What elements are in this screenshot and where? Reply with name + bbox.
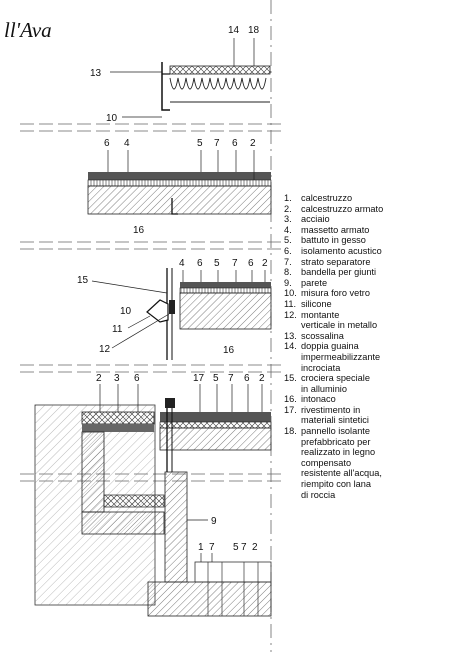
- legend-text: silicone: [301, 298, 332, 309]
- callout-label: 7: [228, 373, 234, 384]
- legend-text: isolamento acustico: [301, 245, 382, 256]
- roof-detail: [161, 62, 271, 111]
- callout-label: 10: [120, 306, 132, 317]
- legend-item: 12. montante verticale in metallo: [284, 310, 448, 331]
- legend-item: 4. massetto armato: [284, 225, 448, 236]
- legend-text: scossalina: [301, 330, 344, 341]
- callout-label: 7: [214, 138, 220, 149]
- legend-text: bandella per giunti: [301, 267, 377, 278]
- callout-label: 6: [232, 138, 238, 149]
- legend-text: massetto armato: [301, 224, 370, 235]
- floor-slab-2: [146, 268, 272, 360]
- callout-label: 10: [106, 113, 118, 124]
- legend-number: 17.: [284, 404, 297, 415]
- legend-item: 13. scossalina: [284, 331, 448, 342]
- callout-label: 17: [193, 373, 205, 384]
- callout-label: 4: [179, 258, 185, 269]
- callout-label: 5: [197, 138, 203, 149]
- legend-text: montante verticale in metallo: [301, 309, 378, 331]
- legend-number: 8.: [284, 267, 292, 278]
- legend-text: battuto in gesso: [301, 235, 366, 246]
- legend-number: 16.: [284, 394, 297, 405]
- materials-legend: 1. calcestruzzo 2. calcestruzzo armato 3. a…: [284, 193, 448, 500]
- legend-text: strato separatore: [301, 256, 371, 267]
- legend-item: 17. rivestimento in materiali sintetici: [284, 405, 448, 426]
- legend-number: 14.: [284, 341, 297, 352]
- callout-label: 16: [223, 345, 235, 356]
- legend-item: 10. misura foro vetro: [284, 288, 448, 299]
- legend-number: 15.: [284, 373, 297, 384]
- legend-item: 11. silicone: [284, 299, 448, 310]
- callout-label: 4: [124, 138, 130, 149]
- callout-label: 5: [213, 373, 219, 384]
- foundation-detail: [34, 398, 272, 617]
- legend-text: pannello isolante prefabbricato per real…: [301, 426, 382, 500]
- callout-label: 5: [233, 542, 239, 553]
- legend-number: 1.: [284, 193, 292, 203]
- callout-label: 6: [197, 258, 203, 269]
- legend-number: 18.: [284, 426, 297, 437]
- legend-text: calcestruzzo armato: [301, 203, 384, 214]
- legend-number: 2.: [284, 203, 292, 214]
- legend-text: doppia guaina impermeabilizzante incroci…: [301, 341, 381, 373]
- callout-label: 2: [96, 373, 102, 384]
- legend-text: crociera speciale in alluminio: [301, 373, 370, 394]
- legend-number: 13.: [284, 330, 297, 341]
- callout-label: 2: [252, 542, 258, 553]
- section-drawing: 14 18 13 10 6 4 5 7 6 2 16 15 4 6 5 7 6 …: [20, 0, 282, 652]
- legend-item: 14. doppia guaina impermeabilizzante incr…: [284, 341, 448, 373]
- drawing-title: ll'Ava: [4, 18, 52, 42]
- legend-text: acciaio: [301, 214, 330, 225]
- legend-item: 18. pannello isolante prefabbricato per r…: [284, 426, 448, 500]
- callout-label: 6: [248, 258, 254, 269]
- legend-item: 6. isolamento acustico: [284, 246, 448, 257]
- leader-lines: [91, 38, 266, 562]
- legend-number: 4.: [284, 224, 292, 235]
- legend-text: parete: [301, 277, 328, 288]
- callout-label: 6: [104, 138, 110, 149]
- legend-item: 15. crociera speciale in alluminio: [284, 373, 448, 394]
- legend-number: 5.: [284, 235, 292, 246]
- legend-number: 6.: [284, 245, 292, 256]
- callout-label: 18: [248, 25, 260, 36]
- legend-text: rivestimento in materiali sintetici: [301, 404, 369, 426]
- callout-label: 16: [133, 225, 145, 236]
- callout-label: 15: [77, 275, 89, 286]
- legend-item: 5. battuto in gesso: [284, 235, 448, 246]
- legend-text: misura foro vetro: [301, 288, 370, 299]
- callout-label: 3: [114, 373, 120, 384]
- legend-number: 12.: [284, 309, 297, 320]
- callout-label: 9: [211, 516, 217, 527]
- legend-item: 9. parete: [284, 278, 448, 289]
- legend-number: 7.: [284, 256, 292, 267]
- callout-label: 6: [244, 373, 250, 384]
- floor-slab-1: [87, 172, 272, 215]
- legend-item: 8. bandella per giunti: [284, 267, 448, 278]
- callout-label: 1: [198, 542, 204, 553]
- legend-item: 2. calcestruzzo armato: [284, 204, 448, 215]
- callout-label: 7: [232, 258, 238, 269]
- callout-label: 6: [134, 373, 140, 384]
- legend-number: 3.: [284, 214, 292, 225]
- callout-label: 2: [259, 373, 265, 384]
- legend-item: 7. strato separatore: [284, 257, 448, 268]
- callout-label: 5: [214, 258, 220, 269]
- callout-label: 2: [250, 138, 256, 149]
- callout-numbers: 14 18 13 10 6 4 5 7 6 2 16 15 4 6 5 7 6 …: [77, 25, 268, 553]
- legend-text: calcestruzzo: [301, 193, 353, 203]
- callout-label: 7: [241, 542, 247, 553]
- legend-item: 16. intonaco: [284, 394, 448, 405]
- callout-label: 14: [228, 25, 240, 36]
- legend-number: 11.: [284, 298, 297, 309]
- callout-label: 2: [262, 258, 268, 269]
- callout-label: 12: [99, 344, 111, 355]
- legend-number: 9.: [284, 277, 292, 288]
- legend-item: 1. calcestruzzo: [284, 193, 448, 204]
- legend-number: 10.: [284, 288, 297, 299]
- legend-text: intonaco: [301, 394, 336, 405]
- callout-label: 13: [90, 68, 102, 79]
- callout-label: 11: [112, 324, 123, 335]
- legend-item: 3. acciaio: [284, 214, 448, 225]
- callout-label: 7: [209, 542, 215, 553]
